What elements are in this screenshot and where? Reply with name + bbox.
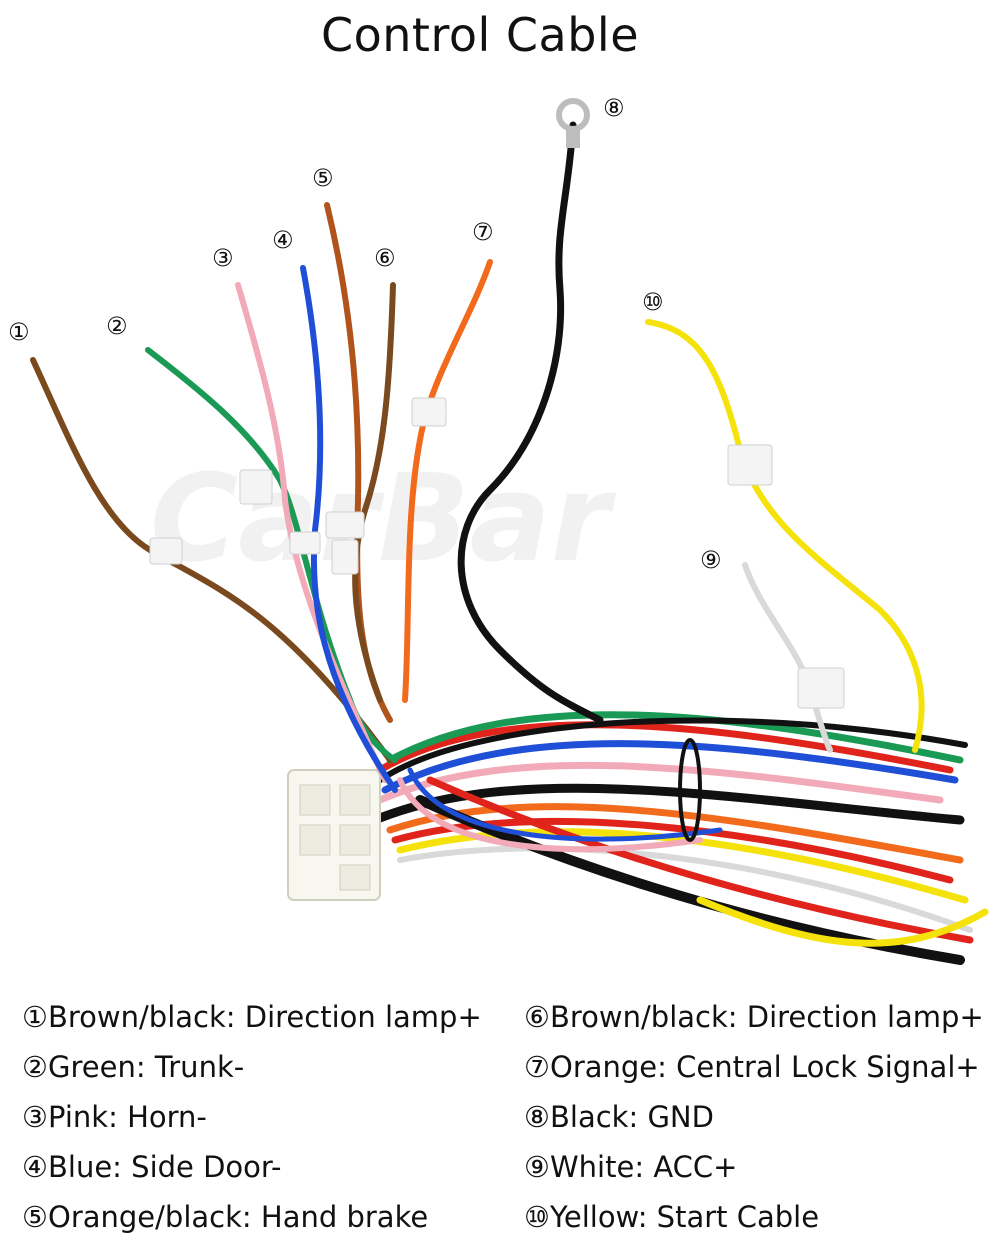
ring-terminal — [556, 98, 590, 148]
legend-right: ⑥Brown/black: Direction lamp+ ⑦Orange: C… — [524, 992, 984, 1242]
legend-text: Pink: Horn- — [48, 1100, 207, 1134]
wire-4-blue — [300, 265, 398, 793]
watermark-text: CarBar — [150, 450, 617, 589]
legend-num: ① — [22, 1000, 48, 1034]
legend-text: Orange: Central Lock Signal+ — [550, 1050, 980, 1084]
marker-8: ⑧ — [603, 94, 625, 122]
legend-num: ⑤ — [22, 1200, 48, 1234]
marker-9: ⑨ — [700, 546, 722, 574]
wire-7-orange — [402, 259, 493, 703]
legend-num: ⑥ — [524, 1000, 550, 1034]
legend-num: ⑨ — [524, 1150, 550, 1184]
harness-bundle — [370, 711, 989, 965]
legend-item-5: ⑤Orange/black: Hand brake — [22, 1192, 482, 1242]
legend-num: ② — [22, 1050, 48, 1084]
legend-num: ④ — [22, 1150, 48, 1184]
diagram-title: Control Cable — [321, 8, 639, 62]
legend-item-4: ④Blue: Side Door- — [22, 1142, 482, 1192]
control-cable-diagram: CarBar — [8, 94, 989, 965]
legend-left: ①Brown/black: Direction lamp+ ②Green: Tr… — [22, 992, 482, 1242]
legend-num: ⑦ — [524, 1050, 550, 1084]
legend-text: Black: GND — [550, 1100, 714, 1134]
legend-item-3: ③Pink: Horn- — [22, 1092, 482, 1142]
legend-num: ⑩ — [524, 1200, 550, 1234]
number-markers: ① ② ③ ④ ⑤ ⑥ ⑦ ⑧ ⑨ ⑩ — [8, 94, 722, 574]
legend-item-1: ①Brown/black: Direction lamp+ — [22, 992, 482, 1042]
legend-text: Green: Trunk- — [48, 1050, 245, 1084]
wire-8-black — [457, 121, 604, 724]
wire-3-pink — [235, 282, 388, 783]
marker-4: ④ — [272, 226, 294, 254]
legend-item-7: ⑦Orange: Central Lock Signal+ — [524, 1042, 984, 1092]
marker-10: ⑩ — [642, 288, 664, 316]
legend-item-8: ⑧Black: GND — [524, 1092, 984, 1142]
marker-7: ⑦ — [472, 218, 494, 246]
legend-num: ⑧ — [524, 1100, 550, 1134]
legend-text: Orange/black: Hand brake — [48, 1200, 429, 1234]
wire-10-yellow — [645, 319, 925, 753]
marker-1: ① — [8, 318, 30, 346]
marker-5: ⑤ — [312, 164, 334, 192]
legend-num: ③ — [22, 1100, 48, 1134]
marker-3: ③ — [212, 244, 234, 272]
marker-2: ② — [106, 312, 128, 340]
wire-6-brown-black — [352, 282, 396, 703]
connector-plug — [287, 769, 381, 901]
wire-tags — [149, 397, 845, 709]
legend-text: Brown/black: Direction lamp+ — [48, 1000, 482, 1034]
legend-item-6: ⑥Brown/black: Direction lamp+ — [524, 992, 984, 1042]
marker-6: ⑥ — [374, 244, 396, 272]
legend-item-9: ⑨White: ACC+ — [524, 1142, 984, 1192]
legend-text: Brown/black: Direction lamp+ — [550, 1000, 984, 1034]
legend-item-10: ⑩Yellow: Start Cable — [524, 1192, 984, 1242]
legend-text: Yellow: Start Cable — [550, 1200, 820, 1234]
legend-text: White: ACC+ — [550, 1150, 738, 1184]
legend-text: Blue: Side Door- — [48, 1150, 282, 1184]
legend-item-2: ②Green: Trunk- — [22, 1042, 482, 1092]
